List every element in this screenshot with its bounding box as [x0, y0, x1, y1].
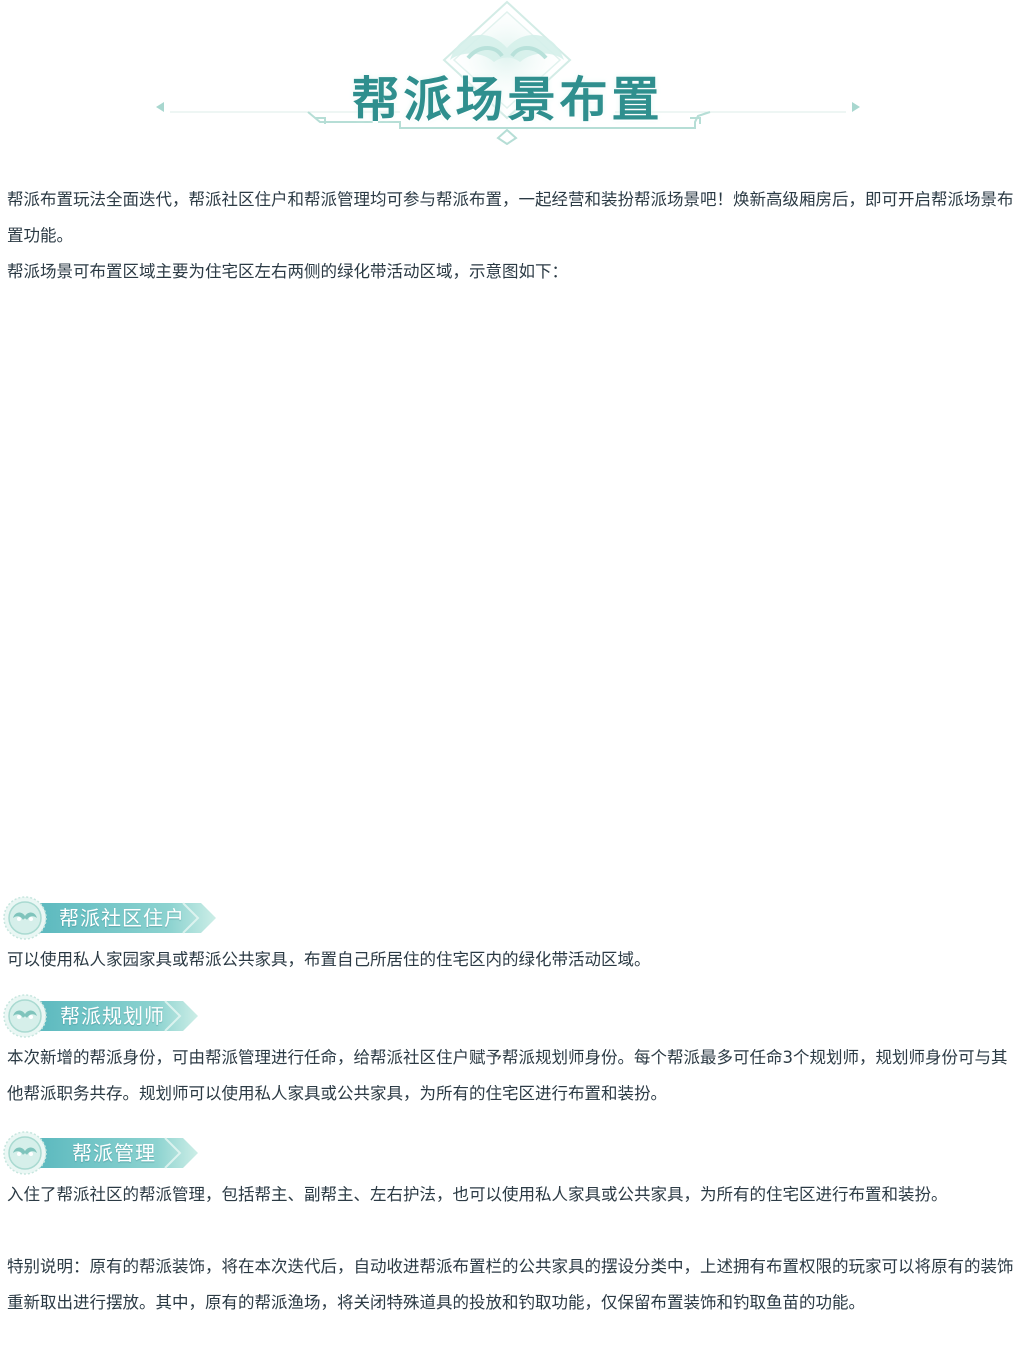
section-title-planner: 帮派规划师 — [60, 1004, 165, 1028]
ribbon-banner — [33, 1000, 198, 1032]
section-header-planner: 帮派规划师 — [3, 994, 203, 1038]
page-title: 帮派场景布置 — [351, 72, 664, 128]
section-header-management: 帮派管理 — [3, 1131, 203, 1175]
intro-paragraph-1: 帮派布置玩法全面迭代，帮派社区住户和帮派管理均可参与帮派布置，一起经营和装扮帮派… — [7, 190, 1014, 245]
ribbon-banner — [33, 1137, 198, 1169]
section-title-residents: 帮派社区住户 — [59, 906, 185, 930]
section-body-residents: 可以使用私人家园家具或帮派公共家具，布置自己所居住的住宅区内的绿化带活动区域。 — [7, 950, 651, 969]
section-header-residents: 帮派社区住户 — [3, 896, 218, 940]
owl-mask-emblem-icon — [3, 1131, 47, 1175]
special-note: 特别说明：原有的帮派装饰，将在本次迭代后，自动收进帮派布置栏的公共家具的摆设分类… — [7, 1257, 1014, 1312]
title-banner: 帮派场景布置 — [150, 0, 865, 145]
section-body-management: 入住了帮派社区的帮派管理，包括帮主、副帮主、左右护法，也可以使用私人家具或公共家… — [7, 1185, 948, 1204]
ribbon-banner — [33, 902, 216, 934]
section-title-management: 帮派管理 — [72, 1141, 156, 1165]
intro-paragraph-2: 帮派场景可布置区域主要为住宅区左右两侧的绿化带活动区域，示意图如下： — [7, 262, 568, 281]
owl-mask-emblem-icon — [3, 994, 47, 1038]
cloud-ornament-icon — [156, 0, 860, 145]
section-body-planner: 本次新增的帮派身份，可由帮派管理进行任命，给帮派社区住户赋予帮派规划师身份。每个… — [7, 1048, 1008, 1103]
owl-mask-emblem-icon — [3, 896, 47, 940]
diagram-image-area — [7, 300, 1007, 875]
